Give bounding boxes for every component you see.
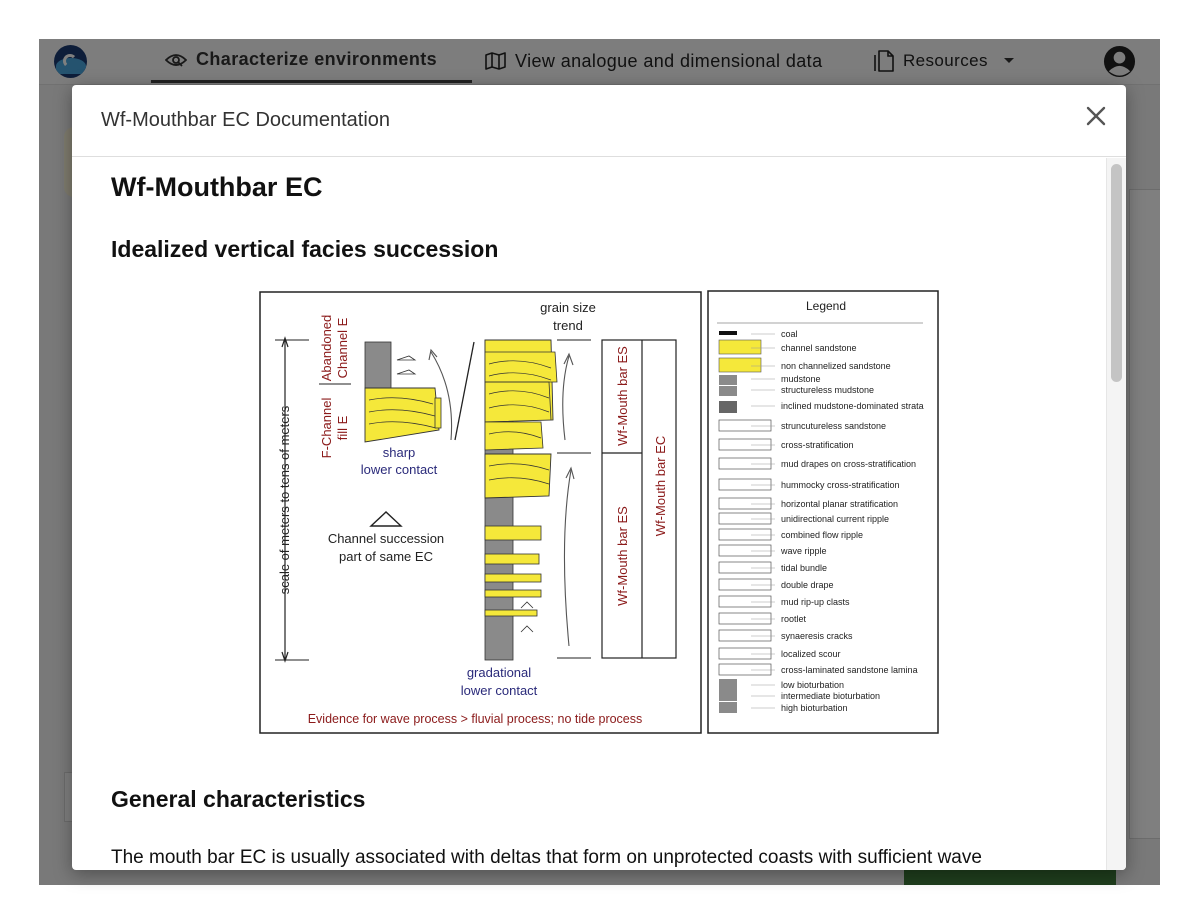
modal-scrollbar-thumb[interactable] (1111, 164, 1122, 382)
legend-swatch (718, 663, 772, 676)
legend-item-label: structureless mudstone (781, 385, 874, 395)
modal-header: Wf-Mouthbar EC Documentation (72, 85, 1126, 157)
legend-item-label: low bioturbation (781, 680, 844, 690)
legend-swatch (718, 478, 772, 491)
close-icon[interactable] (1083, 103, 1109, 129)
legend-swatch (718, 497, 772, 510)
legend-swatch (719, 386, 737, 396)
section-heading-general: General characteristics (111, 786, 366, 812)
grain-size-label-2: trend (553, 318, 583, 333)
legend-swatch (718, 512, 772, 525)
ec-label: Wf-Mouth bar EC (653, 436, 668, 536)
legend-swatch (718, 629, 772, 642)
legend-swatch (718, 578, 772, 591)
evidence-caption: Evidence for wave process > fluvial proc… (308, 712, 643, 726)
legend-item-label: rootlet (781, 614, 807, 624)
legend-item-label: combined flow ripple (781, 530, 863, 540)
legend-item-label: wave ripple (780, 546, 827, 556)
documentation-modal: Wf-Mouthbar EC Documentation Wf-Mouthbar… (72, 85, 1126, 870)
legend-item-label: cross-laminated sandstone lamina (781, 665, 918, 675)
legend-swatch (718, 357, 762, 373)
abandoned-channel-label-2: Channel E (335, 317, 350, 378)
legend-item-label: cross-stratification (781, 440, 854, 450)
legend-swatch (719, 375, 737, 385)
sharp-contact-label-2: lower contact (361, 462, 438, 477)
sharp-contact-label-1: sharp (383, 445, 416, 460)
fchannel-label-2: fill E (335, 415, 350, 440)
fchannel-label-1: F-Channel (319, 398, 334, 459)
legend-item-label: double drape (781, 580, 834, 590)
legend-swatch (718, 528, 772, 541)
modal-body[interactable]: Wf-Mouthbar EC Idealized vertical facies… (72, 158, 1106, 870)
legend-item-label: struncutureless sandstone (781, 421, 886, 431)
section-heading-facies: Idealized vertical facies succession (111, 236, 499, 262)
legend-item-label: localized scour (781, 649, 841, 659)
grain-size-label-1: grain size (540, 300, 596, 315)
legend-swatch (718, 339, 762, 355)
legend-swatch (718, 457, 772, 470)
facies-succession-figure: scale of meters to tens of meters Abando… (259, 290, 939, 734)
legend-item-label: hummocky cross-stratification (781, 480, 900, 490)
legend-title: Legend (806, 299, 846, 313)
legend-swatch (718, 595, 772, 608)
channel-succession-label-1: Channel succession (328, 531, 444, 546)
paragraph-general: The mouth bar EC is usually associated w… (111, 847, 982, 868)
es-lower-label: Wf-Mouth bar ES (615, 506, 630, 606)
legend-item-label: non channelized sandstone (781, 361, 891, 371)
legend-item-label: unidirectional current ripple (781, 514, 889, 524)
gradational-contact-label-1: gradational (467, 665, 531, 680)
legend-items: coal channel sandstone non channelized san… (718, 329, 924, 713)
legend-item-label: intermediate bioturbation (781, 691, 880, 701)
vertical-scale-label: scale of meters to tens of meters (277, 405, 292, 594)
legend-swatch (719, 690, 737, 701)
legend-swatch (719, 679, 737, 690)
legend-swatch (718, 419, 772, 432)
legend-item-label: inclined mudstone-dominated strata (781, 401, 924, 411)
legend-item-label: mudstone (781, 374, 821, 384)
abandoned-channel-label-1: Abandoned (319, 315, 334, 382)
modal-title: Wf-Mouthbar EC Documentation (101, 109, 391, 131)
legend-item-label: channel sandstone (781, 343, 857, 353)
legend-swatch (719, 401, 737, 413)
legend-item-label: mud rip-up clasts (781, 597, 850, 607)
legend-swatch (718, 612, 772, 625)
gradational-contact-label-2: lower contact (461, 683, 538, 698)
legend-swatch (719, 702, 737, 713)
legend-swatch (718, 438, 772, 451)
legend-swatch (718, 561, 772, 574)
legend-item-label: mud drapes on cross-stratification (781, 459, 916, 469)
channel-succession-label-2: part of same EC (339, 549, 433, 564)
legend-swatch (718, 647, 772, 660)
legend-item-label: high bioturbation (781, 703, 848, 713)
legend-swatch (719, 331, 737, 335)
es-upper-label: Wf-Mouth bar ES (615, 346, 630, 446)
legend-item-label: synaeresis cracks (781, 631, 853, 641)
legend-swatch (718, 544, 772, 557)
document-title: Wf-Mouthbar EC (111, 172, 323, 202)
legend-item-label: horizontal planar stratification (781, 499, 898, 509)
legend-item-label: coal (781, 329, 798, 339)
legend-item-label: tidal bundle (781, 563, 827, 573)
